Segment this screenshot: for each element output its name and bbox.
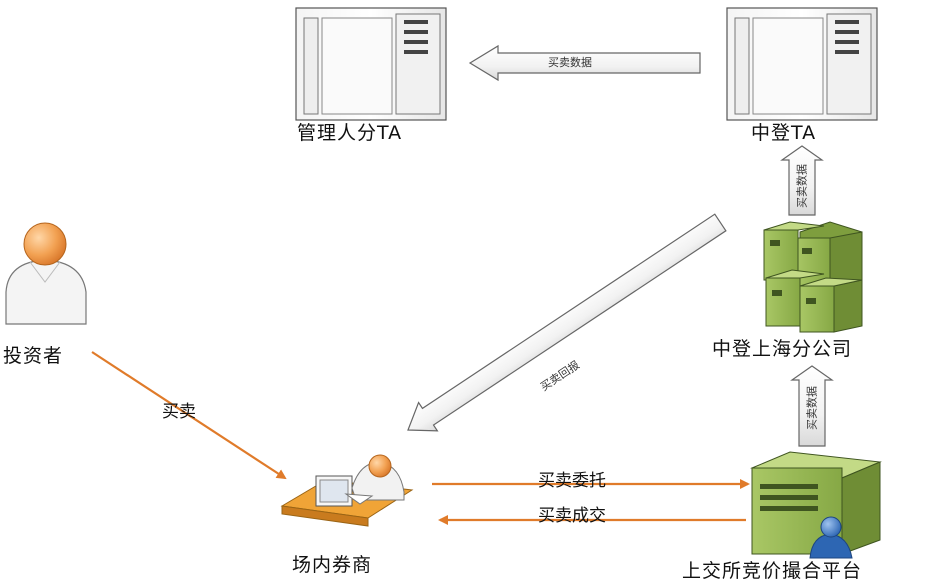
investor-label: 投资者	[3, 345, 64, 367]
buy-sell-data-up1-text: 买卖数据	[795, 164, 809, 208]
buy-sell-report-arrow	[407, 213, 727, 432]
broker-label: 场内券商	[292, 554, 373, 576]
buy-sell-data-up2-arrow	[790, 365, 834, 447]
investor-person-icon	[5, 222, 87, 325]
platform-user-icon	[809, 516, 853, 559]
buy-sell-data-up2-text: 买卖数据	[805, 386, 819, 430]
buy-sell-edge-label: 买卖	[162, 402, 196, 422]
buy-sell-deal-label: 买卖成交	[538, 506, 606, 526]
csdc-shanghai-label: 中登上海分公司	[712, 338, 853, 360]
buy-sell-data-top-text: 买卖数据	[548, 56, 592, 69]
csdc-ta-label: 中登TA	[751, 122, 817, 144]
manager-ta-label: 管理人分TA	[297, 122, 403, 144]
buy-sell-data-up1-arrow	[780, 145, 824, 216]
buy-sell-data-top-arrow	[468, 44, 701, 82]
buy-sell-arrow-line	[91, 351, 287, 480]
buy-sell-order-label: 买卖委托	[538, 471, 606, 491]
csdc-ta-server-icon	[726, 7, 878, 121]
manager-ta-server-icon	[295, 7, 447, 121]
sse-platform-server-icon	[750, 451, 882, 555]
sse-platform-label: 上交所竞价撮合平台	[682, 560, 863, 582]
broker-desk-icon	[280, 454, 414, 527]
csdc-shanghai-server-icon	[763, 221, 863, 333]
